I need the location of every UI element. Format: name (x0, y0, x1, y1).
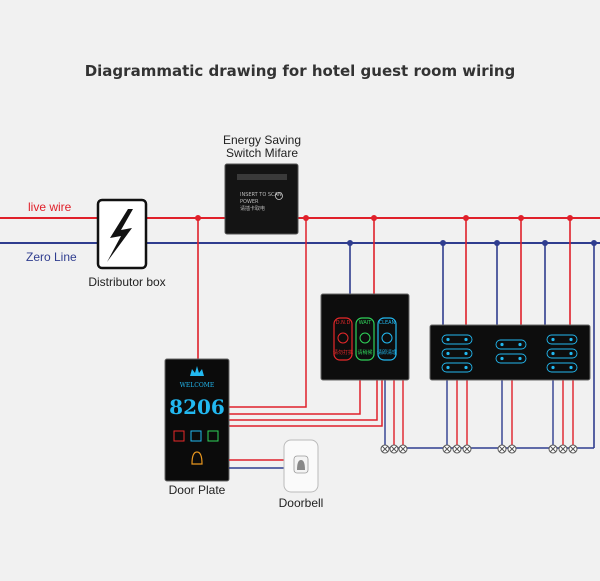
lamp-icon (548, 444, 558, 454)
light-icon (551, 365, 555, 370)
doorbell (283, 439, 319, 493)
lamp-icon (452, 444, 462, 454)
energy-saving-switch: INSERT TO SCAN POWER 请插卡取电 (224, 163, 299, 235)
light-icon (446, 337, 450, 342)
light-icon (464, 337, 468, 342)
diagram-title: Diagrammatic drawing for hotel guest roo… (85, 62, 516, 80)
dnd-label: D.N.D (336, 320, 351, 326)
service-panel: D.N.D WAIT CLEAN 请勿打扰 请稍候 请即清理 (320, 293, 410, 381)
light-icon (551, 337, 555, 342)
panel-to-bulbs (446, 380, 574, 449)
light-icon (500, 356, 504, 361)
doorbell-wires (229, 459, 284, 469)
distributor-label: Distributor box (88, 275, 165, 289)
lamp-icon (380, 444, 390, 454)
dnd-sub: 请勿打扰 (333, 349, 353, 356)
wait-label: WAIT (359, 320, 373, 326)
lamp-icon (507, 444, 517, 454)
vertical-wires (197, 218, 595, 448)
room-number: 8206 (169, 395, 225, 419)
signal-wires (229, 218, 383, 427)
door-plate: WELCOME 8206 (164, 358, 230, 482)
doorbell-bell-icon (297, 460, 305, 470)
light-icon (551, 351, 555, 356)
wait-icon (359, 332, 371, 344)
door-plate-welcome: WELCOME (180, 382, 215, 389)
zero-line-label: Zero Line (26, 250, 77, 264)
light-icon (446, 351, 450, 356)
clean-sub: 请即清理 (377, 349, 397, 356)
light-icon (569, 337, 573, 342)
service-to-bulbs (384, 380, 404, 449)
light-icon (569, 365, 573, 370)
lamp-icon (568, 444, 578, 454)
doorbell-label: Doorbell (279, 496, 324, 510)
energy-switch-label-2: Switch Mifare (226, 146, 298, 160)
clean-icon (381, 332, 393, 344)
light-icon (500, 342, 504, 347)
distributor-box (96, 198, 148, 270)
room-control-panel (429, 324, 591, 381)
dnd-icon (337, 332, 349, 344)
light-icon (464, 351, 468, 356)
lamp-icon (558, 444, 568, 454)
service-indicator-icon (190, 430, 202, 442)
clean-indicator-icon (207, 430, 219, 442)
light-icon (518, 356, 522, 361)
energy-switch-text-1: INSERT TO SCAN (240, 192, 282, 198)
lamp-icon (462, 444, 472, 454)
light-icon (464, 365, 468, 370)
lamp-icon (389, 444, 399, 454)
energy-switch-text-2: POWER (240, 199, 259, 205)
dnd-indicator-icon (173, 430, 185, 442)
lightning-icon (107, 209, 133, 262)
door-plate-label: Door Plate (169, 483, 226, 497)
lamp-icon (442, 444, 452, 454)
lamp-icon (398, 444, 408, 454)
clean-label: CLEAN (379, 320, 396, 326)
crown-icon (190, 366, 204, 376)
lamp-icon (497, 444, 507, 454)
live-wire-label: live wire (28, 200, 72, 214)
light-icon (446, 365, 450, 370)
light-icon (569, 351, 573, 356)
energy-switch-label-1: Energy Saving (223, 133, 301, 147)
lamp-symbols (380, 444, 578, 454)
wait-sub: 请稍候 (357, 349, 372, 356)
light-icon (518, 342, 522, 347)
bulb-icon (275, 192, 283, 200)
energy-switch-text-3: 请插卡取电 (240, 205, 265, 212)
bell-icon (191, 451, 203, 465)
